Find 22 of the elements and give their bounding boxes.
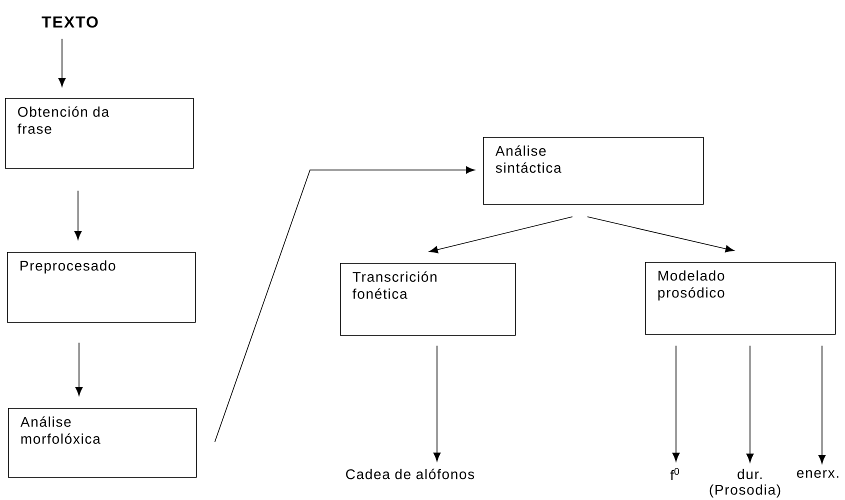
text-label: TEXTO bbox=[42, 16, 98, 28]
arrow bbox=[58, 38, 66, 87]
note-label: (Prosodia) bbox=[710, 484, 780, 498]
process-box: Transcrición fonética bbox=[340, 263, 516, 336]
text-label: dur. bbox=[738, 468, 762, 480]
arrow bbox=[429, 216, 573, 254]
arrow bbox=[214, 166, 475, 442]
process-box: Modelado prosódico bbox=[645, 262, 836, 335]
text-label: f$^{0}$ bbox=[670, 468, 680, 480]
process-box: Obtención da frase bbox=[5, 98, 194, 169]
arrow bbox=[74, 190, 82, 240]
process-box: Análise morfolóxica bbox=[8, 408, 197, 478]
process-box: Preprocesado bbox=[7, 252, 196, 323]
arrow bbox=[75, 342, 83, 396]
arrow bbox=[746, 345, 754, 462]
arrow bbox=[818, 345, 826, 464]
arrow bbox=[433, 345, 441, 462]
text-label: enerx. bbox=[797, 470, 838, 478]
arrow bbox=[587, 216, 734, 252]
process-box: Análise sintáctica bbox=[483, 137, 704, 205]
text-label: Cadea de alófonos bbox=[346, 468, 474, 480]
arrow bbox=[672, 345, 680, 462]
